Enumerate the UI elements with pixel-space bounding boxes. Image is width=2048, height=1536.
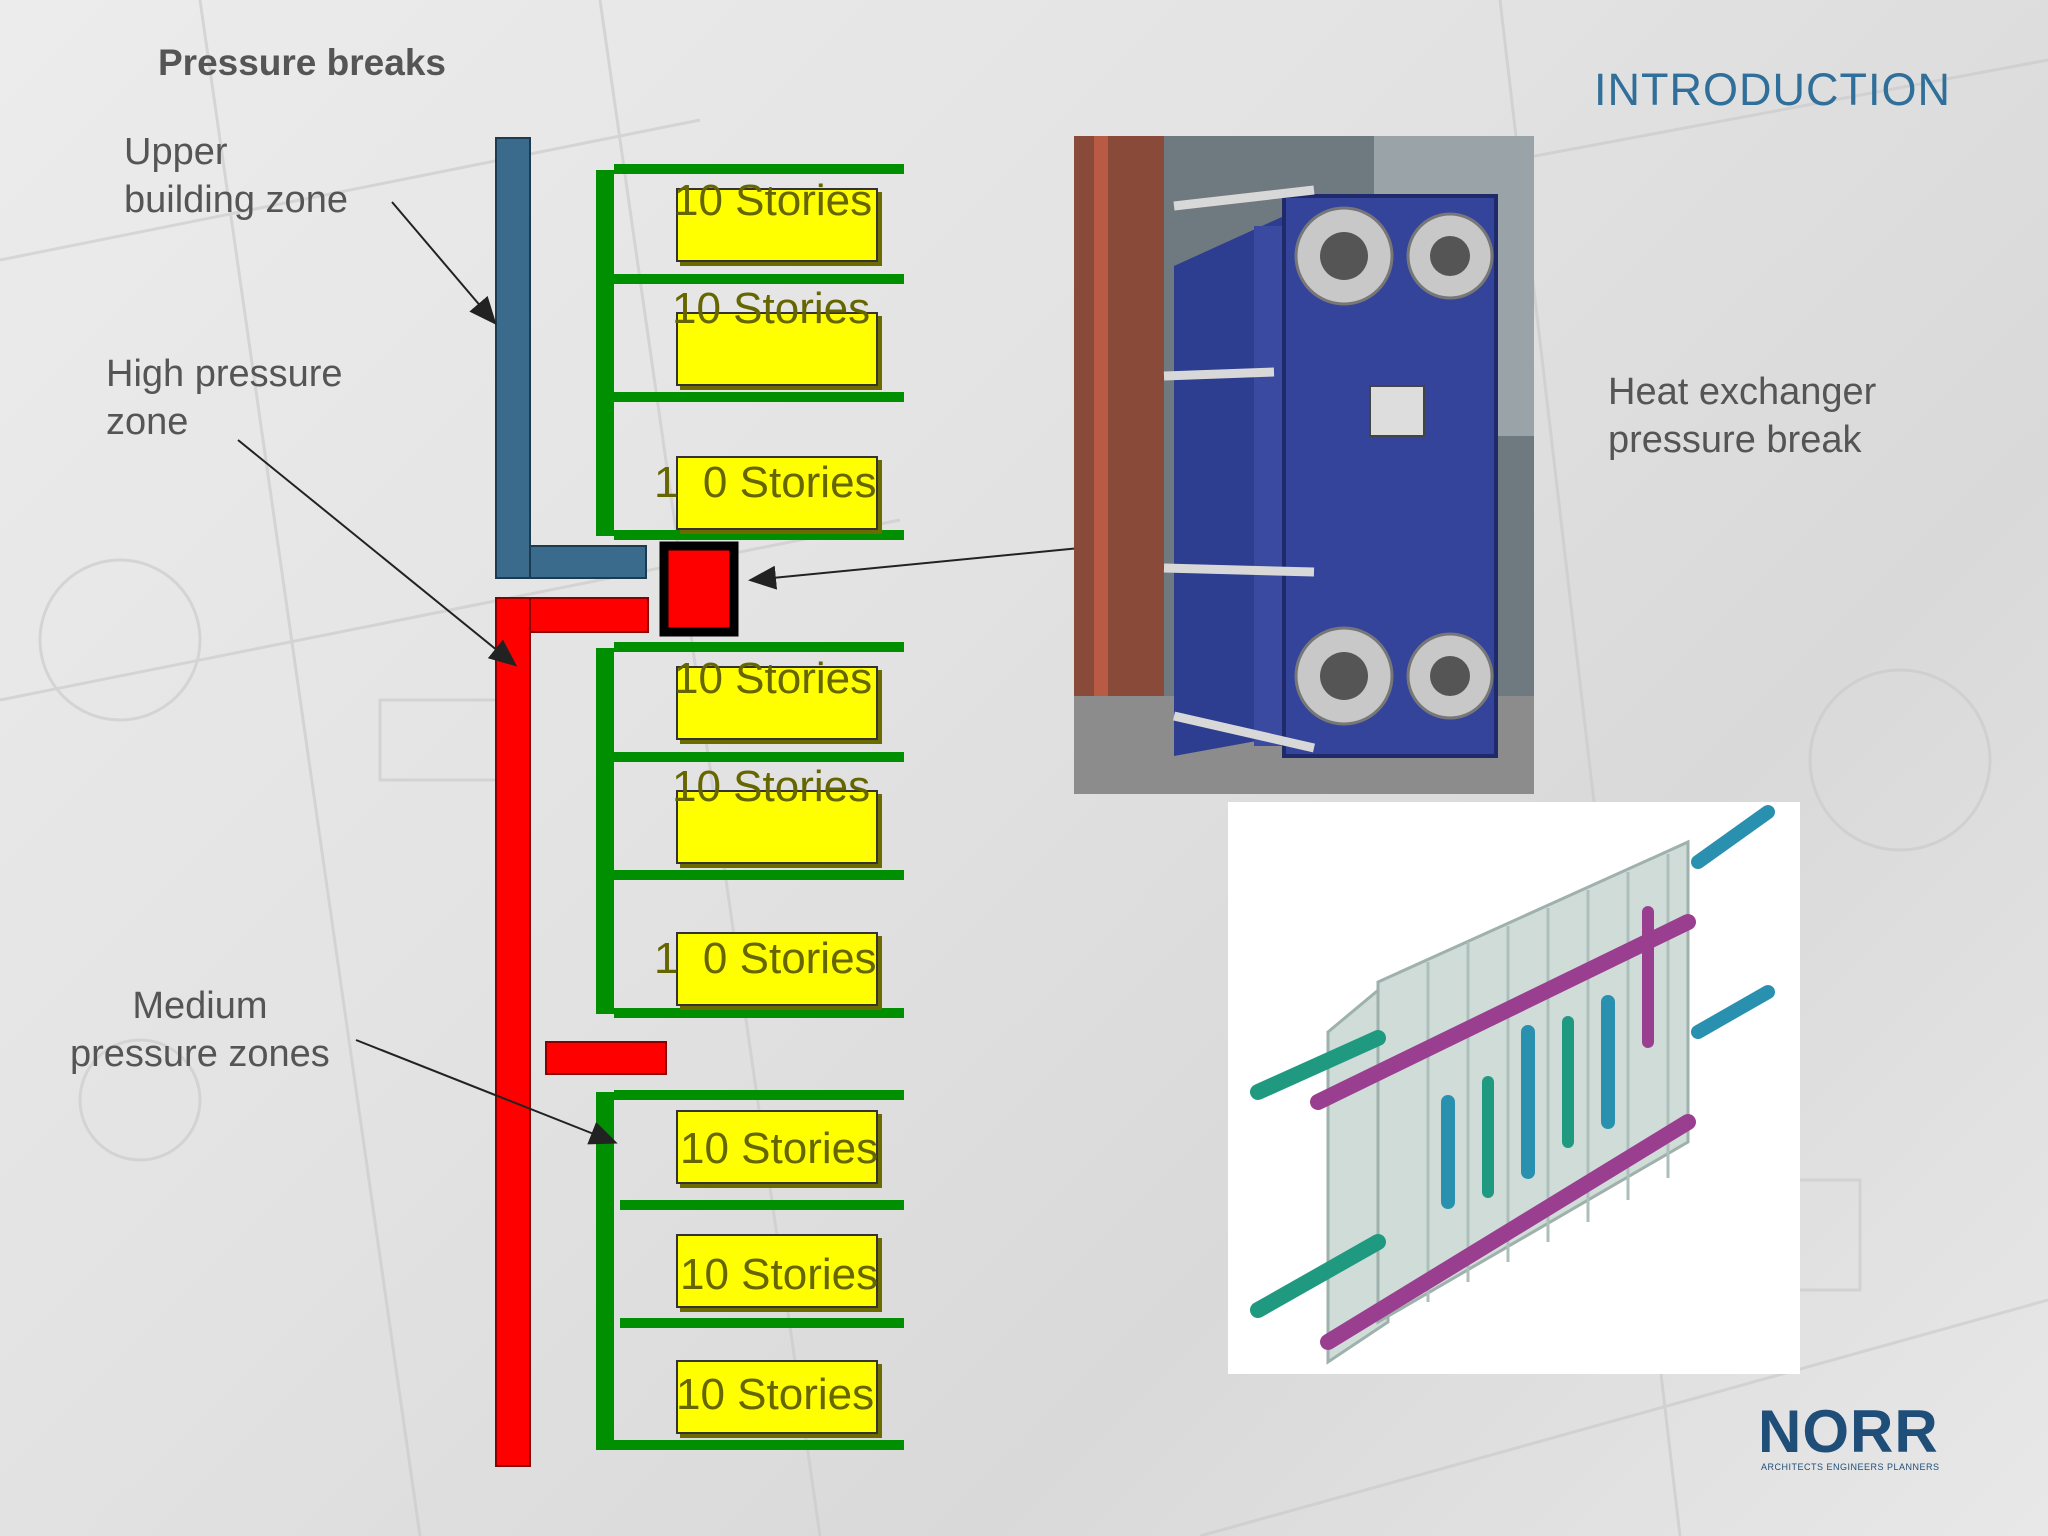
story-box (676, 1360, 878, 1434)
medium-zone-branch (596, 1090, 904, 1450)
story-label: 10 Stories (680, 1250, 879, 1299)
story-label: 10 Stories (672, 762, 871, 811)
story-box (676, 666, 878, 740)
medium-zone-label: Medium pressure zones (70, 982, 330, 1078)
story-box (676, 790, 878, 864)
high-zone-label-line2: zone (106, 401, 189, 443)
high-pressure-riser (495, 597, 667, 1467)
upper-zone-label: Upper building zone (124, 128, 348, 224)
logo-wordmark: NORR (1758, 1398, 1939, 1465)
pressure-break-symbol (659, 541, 739, 637)
logo-tagline: ARCHITECTS ENGINEERS PLANNERS (1761, 1462, 1940, 1472)
story-label: 10 Stories (674, 654, 873, 703)
story-label: 10 Stories (676, 1370, 875, 1419)
story-box (676, 1110, 878, 1184)
story-label: 10 Stories (680, 1124, 879, 1173)
hx-caption: Heat exchanger pressure break (1608, 368, 1876, 464)
story-label: 1 0 Stories (654, 934, 877, 983)
story-box (676, 932, 878, 1006)
story-label: 10 Stories (672, 284, 871, 333)
medium-zone-leader (355, 1039, 618, 1145)
story-box (676, 188, 878, 262)
high-zone-label: High pressure zone (106, 350, 343, 446)
story-box (676, 456, 878, 530)
hx-caption-line2: pressure break (1608, 419, 1862, 461)
medium-zone-label-line1: Medium (132, 985, 268, 1027)
story-label: 10 Stories (674, 176, 873, 225)
plate-exchanger-diagram (1228, 802, 1800, 1374)
section-heading: INTRODUCTION (1594, 64, 1951, 115)
upper-zone-label-line1: Upper (124, 131, 228, 173)
story-box (676, 312, 878, 386)
upper-zone-branch (596, 164, 904, 540)
slide-title: Pressure breaks (158, 42, 446, 83)
high-zone-leader (237, 439, 518, 667)
medium-zone-label-line2: pressure zones (70, 1033, 330, 1075)
high-zone-branch (596, 642, 904, 1018)
high-zone-label-line1: High pressure (106, 353, 343, 395)
upper-zone-label-line2: building zone (124, 179, 348, 221)
upper-zone-leader (391, 201, 497, 326)
hx-caption-line1: Heat exchanger (1608, 371, 1877, 413)
heat-exchanger-photo (1074, 136, 1534, 794)
norr-logo: NORR ARCHITECTS ENGINEERS PLANNERS (1758, 1402, 1962, 1476)
hx-pointer-arrow (748, 547, 1081, 590)
upper-zone-riser (495, 137, 647, 579)
story-box (676, 1234, 878, 1308)
story-label: 1 0 Stories (654, 458, 877, 507)
